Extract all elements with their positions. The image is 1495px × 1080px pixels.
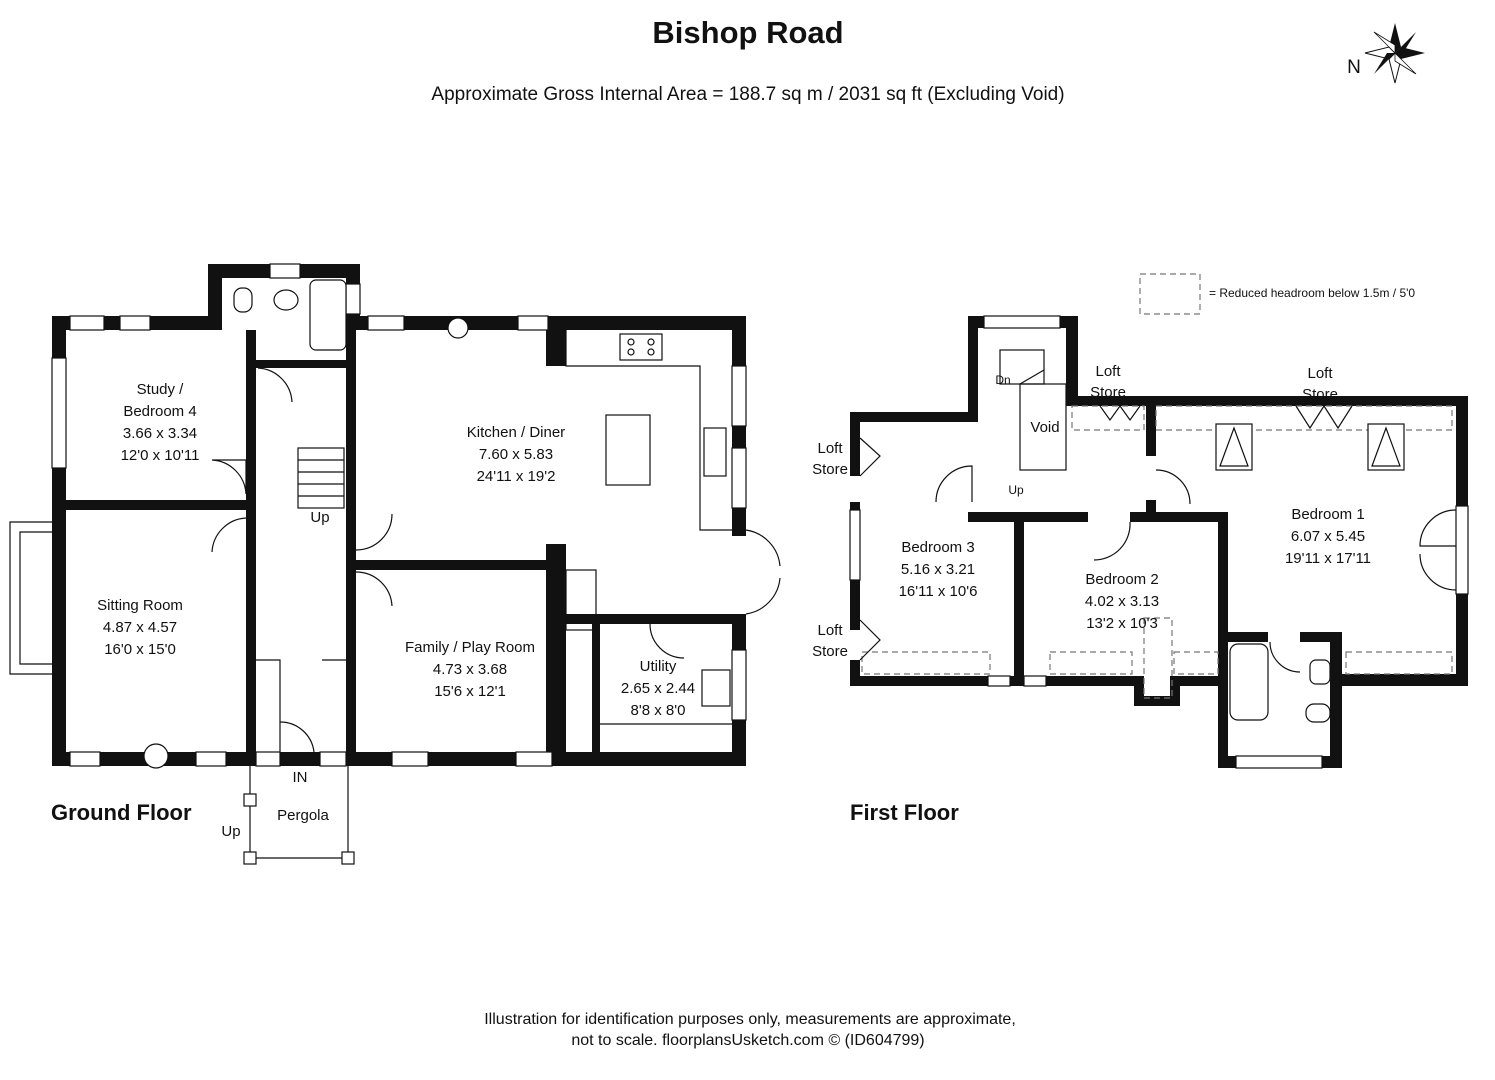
family-room-metric: 4.73 x 3.68: [433, 661, 507, 678]
study-imperial: 12'0 x 10'11: [121, 447, 200, 464]
bedroom2-metric: 4.02 x 3.13: [1085, 593, 1159, 610]
bedroom1-metric: 6.07 x 5.45: [1291, 528, 1365, 545]
kitchen-metric: 7.60 x 5.83: [479, 446, 553, 463]
bathtub-icon: [1229, 643, 1269, 721]
void-label: Void: [1030, 419, 1059, 436]
kitchen-name: Kitchen / Diner: [467, 424, 565, 441]
utility-metric: 2.65 x 2.44: [621, 680, 695, 697]
footer-line-2: not to scale. floorplansUsketch.com © (I…: [571, 1032, 924, 1049]
ground-floor-label: Ground Floor: [51, 800, 192, 825]
compass-rose-icon: [1364, 23, 1425, 84]
kitchen-sink-icon: [703, 427, 727, 477]
loft-store-1-line2: Store: [1090, 384, 1126, 401]
first-floor-plan: [849, 315, 1469, 769]
loft-store-3-line2: Store: [812, 461, 848, 478]
utility-imperial: 8'8 x 8'0: [631, 702, 686, 719]
family-room-imperial: 15'6 x 12'1: [434, 683, 506, 700]
loft-store-2-line2: Store: [1302, 386, 1338, 403]
legend-text: = Reduced headroom below 1.5m / 5'0: [1209, 286, 1415, 300]
pergola-label: Pergola: [277, 807, 329, 824]
first-stairs-up-label: Up: [1008, 483, 1024, 497]
bedroom3-metric: 5.16 x 3.21: [901, 561, 975, 578]
bedroom1-imperial: 19'11 x 17'11: [1285, 550, 1371, 567]
legend-swatch: [1139, 273, 1201, 315]
sitting-room-imperial: 16'0 x 15'0: [104, 641, 176, 658]
sitting-room-name: Sitting Room: [97, 597, 183, 614]
study-name-1: Study /: [137, 381, 185, 398]
family-room-name: Family / Play Room: [405, 639, 535, 656]
first-floor-label: First Floor: [850, 800, 959, 825]
loft-store-1-line1: Loft: [1095, 363, 1121, 380]
hob-icon: [619, 333, 663, 361]
kitchen-island: [605, 414, 651, 486]
loft-store-2-line1: Loft: [1307, 365, 1333, 382]
study-name-2: Bedroom 4: [123, 403, 196, 420]
utility-sink-icon: [701, 669, 731, 707]
footer-line-1: Illustration for identification purposes…: [484, 1011, 1016, 1028]
bedroom3-name: Bedroom 3: [901, 539, 974, 556]
page-title: Bishop Road: [652, 15, 843, 50]
loft-store-3-line1: Loft: [817, 440, 843, 457]
area-subtitle: Approximate Gross Internal Area = 188.7 …: [431, 84, 1064, 105]
bedroom3-imperial: 16'11 x 10'6: [899, 583, 978, 600]
stairs-down-label: Dn: [995, 373, 1010, 387]
bedroom2-name: Bedroom 2: [1085, 571, 1158, 588]
ground-floor-plan: [9, 263, 781, 865]
bathtub-icon: [309, 279, 347, 351]
pergola-up-label: Up: [221, 823, 240, 840]
loft-store-4-line1: Loft: [817, 622, 843, 639]
kitchen-imperial: 24'11 x 19'2: [477, 468, 556, 485]
study-metric: 3.66 x 3.34: [123, 425, 197, 442]
loft-store-4-line2: Store: [812, 643, 848, 660]
ground-stairs-up-label: Up: [310, 509, 329, 526]
sink-icon: [1309, 659, 1331, 685]
entrance-label: IN: [293, 769, 308, 786]
sitting-room-metric: 4.87 x 4.57: [103, 619, 177, 636]
sink-icon: [273, 289, 299, 311]
compass-north-label: N: [1347, 57, 1361, 78]
bedroom1-name: Bedroom 1: [1291, 506, 1364, 523]
toilet-icon: [233, 287, 253, 313]
bedroom2-imperial: 13'2 x 10'3: [1086, 615, 1158, 632]
toilet-icon: [1305, 703, 1331, 723]
utility-name: Utility: [640, 658, 677, 675]
